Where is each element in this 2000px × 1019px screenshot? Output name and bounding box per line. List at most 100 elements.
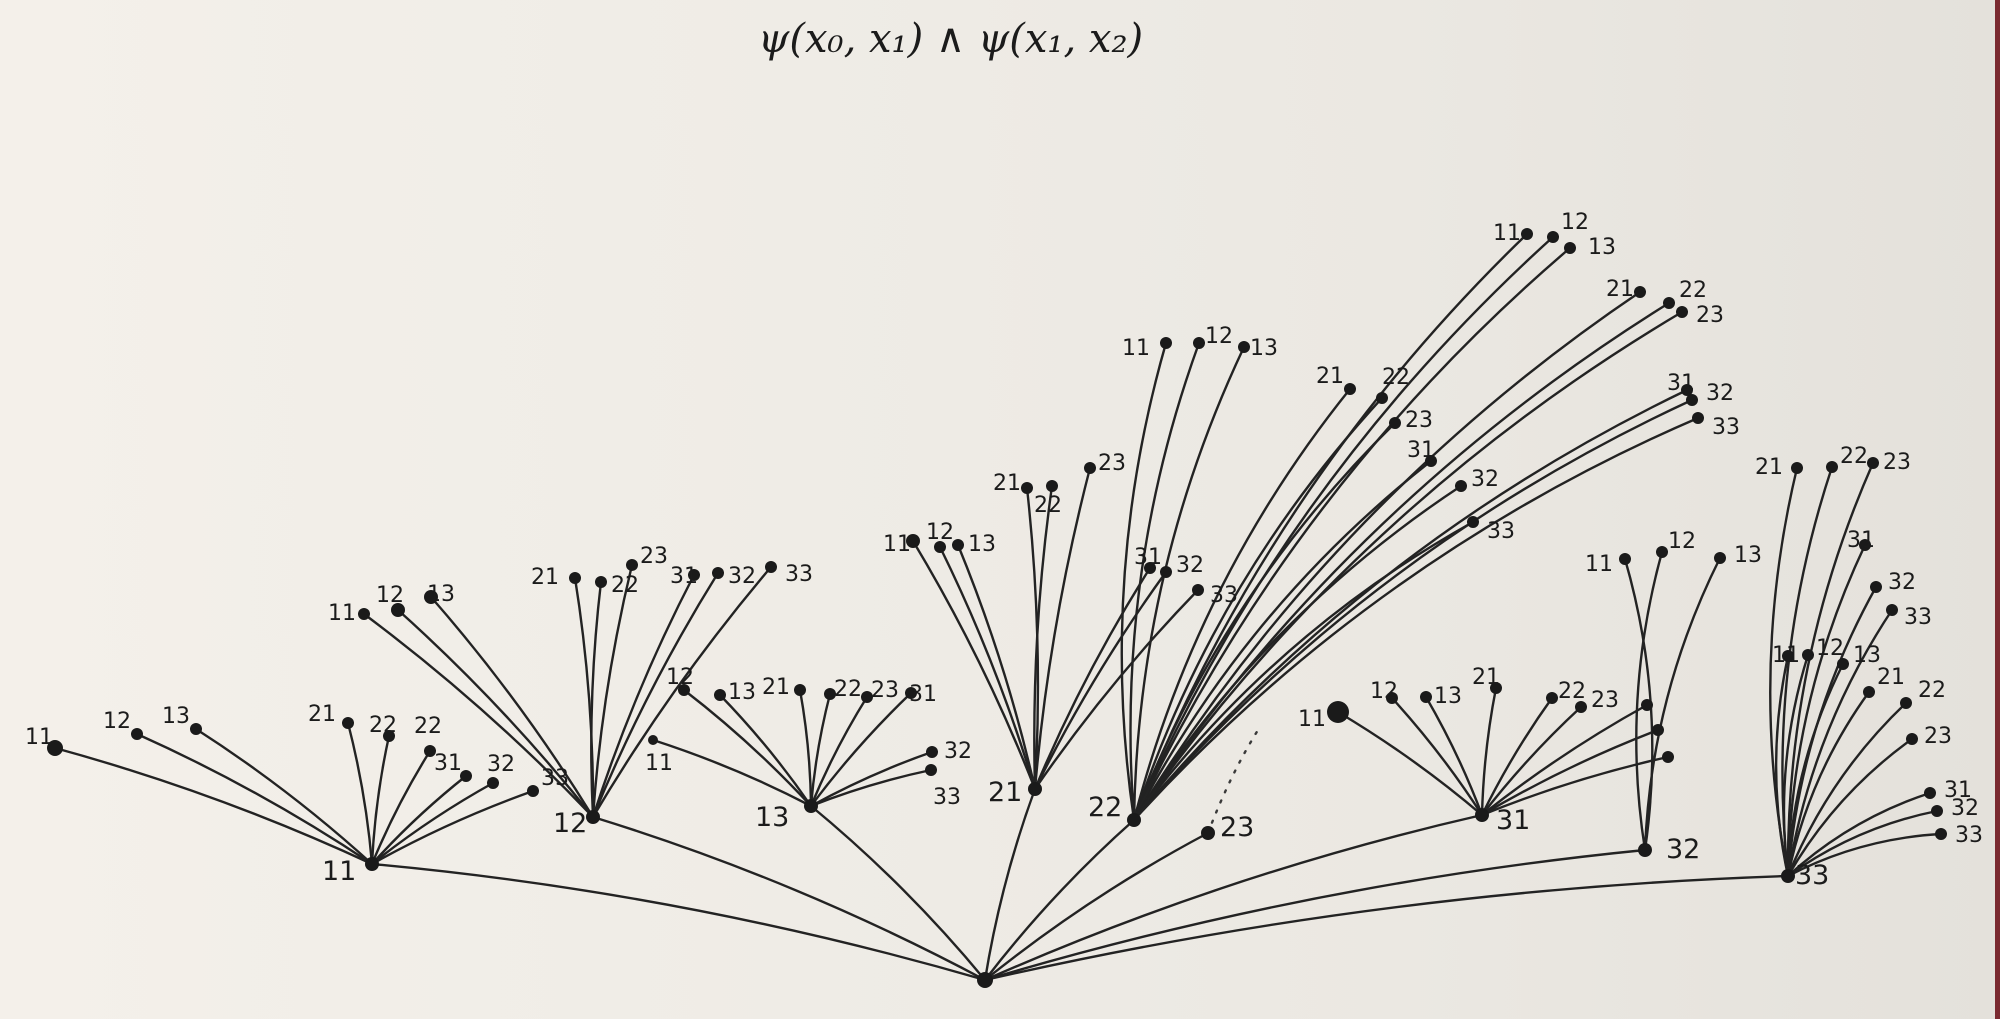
- leaf-label: 32: [728, 564, 756, 589]
- leaf-node-33-10: [1791, 462, 1803, 474]
- leaf-node-21-4: [1021, 482, 1033, 494]
- edge-12-3: [429, 595, 595, 819]
- node-13: [804, 799, 818, 813]
- leaf-label: 12: [926, 520, 954, 545]
- leaf-node-22-9: [1467, 516, 1479, 528]
- leaf-node-33-11: [1826, 461, 1838, 473]
- leaf-label: 13: [1434, 684, 1462, 709]
- edge-31-5: [1480, 696, 1554, 817]
- node-label-12: 12: [553, 808, 587, 839]
- leaf-node-21-2: [934, 541, 946, 553]
- leaf-node-21-9: [1192, 584, 1204, 596]
- edge-11-7: [370, 774, 468, 866]
- edge-31-2: [1390, 696, 1484, 817]
- leaf-node-13-5: [824, 688, 836, 700]
- edge-11-4: [346, 721, 374, 866]
- leaf-label: 33: [1712, 415, 1740, 440]
- leaf-label: 11: [1122, 336, 1150, 361]
- leaf-node-22-13: [1634, 286, 1646, 298]
- edge-root-13: [809, 804, 987, 982]
- edge-21-5: [1033, 484, 1054, 791]
- edge-13-4: [798, 688, 813, 808]
- leaf-label: 33: [1210, 583, 1238, 608]
- leaf-node-33-6: [1906, 733, 1918, 745]
- leaf-node-11-9: [527, 785, 539, 797]
- leaf-label: 21: [308, 702, 336, 727]
- edge-22-11: [1132, 235, 1555, 822]
- edge-22-4: [1132, 387, 1352, 822]
- edge-31-7: [1480, 703, 1649, 817]
- edge-33-8: [1786, 809, 1939, 878]
- leaf-node-22-6: [1389, 417, 1401, 429]
- leaf-node-13-1: [648, 735, 658, 745]
- leaf-label: 12: [1205, 324, 1233, 349]
- leaf-node-12-7: [688, 569, 700, 581]
- leaf-node-31-6: [1575, 701, 1587, 713]
- leaf-node-22-5: [1376, 392, 1388, 404]
- leaf-node-22-18: [1692, 412, 1704, 424]
- leaf-node-22-7: [1425, 455, 1437, 467]
- node-label-33: 33: [1795, 860, 1829, 891]
- edge-root-23: [983, 831, 1210, 982]
- edge-33-7: [1786, 791, 1932, 878]
- leaf-label: 32: [1951, 796, 1979, 821]
- leaf-label: 12: [1816, 636, 1844, 661]
- edge-22-9: [1132, 520, 1475, 822]
- leaf-node-33-15: [1886, 604, 1898, 616]
- leaf-label: 11: [1298, 707, 1326, 732]
- edge-12-5: [590, 580, 603, 819]
- node-33: [1781, 869, 1795, 883]
- edge-13-2: [682, 688, 813, 808]
- leaf-node-11-4: [342, 717, 354, 729]
- edge-33-11: [1781, 465, 1834, 878]
- leaf-node-31-1: [1327, 701, 1349, 723]
- leaf-node-22-4: [1344, 383, 1356, 395]
- edge-22-18: [1132, 416, 1700, 822]
- edge-22-16: [1132, 388, 1689, 822]
- leaf-label: 22: [834, 677, 862, 702]
- leaf-label: 22: [1382, 365, 1410, 390]
- node-21: [1028, 782, 1042, 796]
- leaf-label: 22: [1679, 278, 1707, 303]
- leaf-node-33-5: [1900, 697, 1912, 709]
- node-31: [1475, 808, 1489, 822]
- leaf-label: 22: [1840, 444, 1868, 469]
- leaf-label: 21: [1472, 665, 1500, 690]
- leaf-label: 11: [1585, 552, 1613, 577]
- edge-13-6: [809, 695, 869, 808]
- leaf-node-33-2: [1802, 649, 1814, 661]
- edge-11-2: [135, 732, 374, 866]
- leaf-node-33-8: [1931, 805, 1943, 817]
- edge-11-1: [53, 746, 374, 866]
- edge-22-17: [1132, 398, 1694, 822]
- leaf-label: 23: [1696, 303, 1724, 328]
- leaf-label: 33: [1955, 823, 1983, 848]
- leaf-label: 11: [25, 725, 53, 750]
- edge-root-12: [591, 815, 987, 982]
- leaf-label: 13: [1853, 643, 1881, 668]
- leaf-label: 22: [1918, 678, 1946, 703]
- leaf-node-13-4: [794, 684, 806, 696]
- edge-layer: [53, 232, 1943, 982]
- leaf-label: 31: [909, 682, 937, 707]
- leaf-node-22-1: [1160, 337, 1172, 349]
- leaf-label: 23: [1405, 408, 1433, 433]
- leaf-node-22-15: [1676, 306, 1688, 318]
- leaf-node-31-4: [1490, 682, 1502, 694]
- leaf-node-13-6: [861, 691, 873, 703]
- edge-21-8: [1033, 570, 1168, 791]
- edge-33-5: [1786, 701, 1908, 878]
- leaf-label: 32: [1176, 553, 1204, 578]
- leaf-node-31-8: [1652, 724, 1664, 736]
- leaf-label: 12: [103, 709, 131, 734]
- leaf-node-13-8: [926, 746, 938, 758]
- leaf-node-11-8: [487, 777, 499, 789]
- edge-12-8: [591, 571, 720, 819]
- leaf-node-11-1: [47, 740, 63, 756]
- edge-33-9: [1786, 832, 1943, 878]
- edge-21-6: [1033, 466, 1092, 791]
- node-11: [365, 857, 379, 871]
- leaf-label: 33: [541, 766, 569, 791]
- leaf-label: 11: [883, 532, 911, 557]
